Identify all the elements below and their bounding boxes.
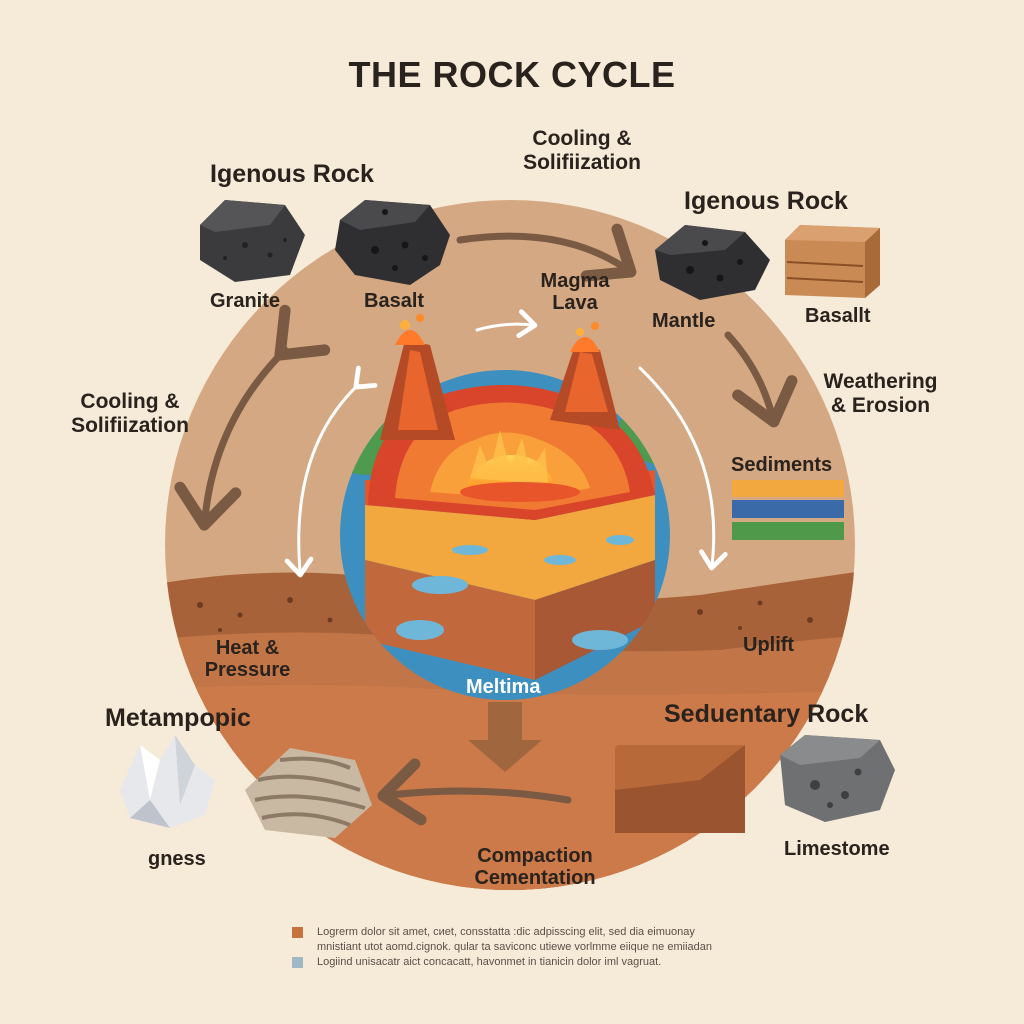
legend-text: mnistiant utot aomd.cignok. qular ta sav… xyxy=(317,941,712,953)
label-sediments: Sediments xyxy=(731,454,833,476)
igneous-rock-right-icon xyxy=(655,225,770,300)
legend-text: Logrerm dolor sit amet, cиet, consstatta… xyxy=(317,926,695,938)
limestone-rock-icon xyxy=(780,735,895,822)
label-cooling-top: Cooling &Solifiization xyxy=(523,127,641,174)
downward-arrow xyxy=(468,702,542,772)
label-igneous-left: Igenous Rock xyxy=(210,160,374,188)
label-basalt-top: Basalt xyxy=(364,290,425,312)
arrow-cooling-left xyxy=(174,304,331,531)
legend-item: mnistiant utot aomd.cignok. qular ta sav… xyxy=(292,940,712,954)
arrow-basalt-to-igneous xyxy=(456,223,637,282)
label-cooling-left: Cooling &Solifiization xyxy=(71,390,189,437)
sandstone-block-icon xyxy=(785,225,880,298)
legend-swatch xyxy=(292,956,303,968)
legend-swatch xyxy=(292,926,303,938)
label-meltima: Meltima xyxy=(466,676,541,698)
label-gness: gness xyxy=(148,848,206,870)
label-granite: Granite xyxy=(210,290,281,312)
label-igneous-right: Igenous Rock xyxy=(684,187,848,215)
label-basalt-right: Basallt xyxy=(805,305,871,327)
inner-white-arrows xyxy=(284,309,728,578)
legend-item: Logrerm dolor sit amet, cиet, consstatta… xyxy=(292,925,712,939)
label-uplift: Uplift xyxy=(743,634,795,656)
label-weathering: Weathering& Erosion xyxy=(823,370,938,417)
label-heat-pressure: Heat &Pressure xyxy=(204,637,291,682)
legend: Logrerm dolor sit amet, cиet, consstatta… xyxy=(292,925,712,970)
gneiss-rock-icon xyxy=(245,748,372,838)
earth-globe xyxy=(340,314,670,700)
page-title: THE ROCK CYCLE xyxy=(348,54,676,95)
label-metamorphic: Metampopic xyxy=(105,704,251,732)
legend-item: Logiind unisacatr aict concacatt, havonm… xyxy=(292,955,712,969)
cycle-arrows xyxy=(174,223,798,826)
label-sedimentary: Seduentary Rock xyxy=(664,700,869,728)
arrow-mantle-to-weathering xyxy=(724,331,798,428)
label-limestone: Limestome xyxy=(784,838,890,860)
sandstone-slab-icon xyxy=(615,745,745,833)
granite-rock-icon xyxy=(200,200,305,282)
sediment-layers-icon xyxy=(732,480,844,540)
legend-swatch xyxy=(292,942,303,953)
legend-text: Logiind unisacatr aict concacatt, havonm… xyxy=(317,956,662,968)
crystal-cluster-icon xyxy=(120,735,215,828)
basalt-rock-icon xyxy=(335,200,450,285)
label-mantle: Mantle xyxy=(652,310,716,332)
arrow-compaction-back xyxy=(377,758,572,826)
